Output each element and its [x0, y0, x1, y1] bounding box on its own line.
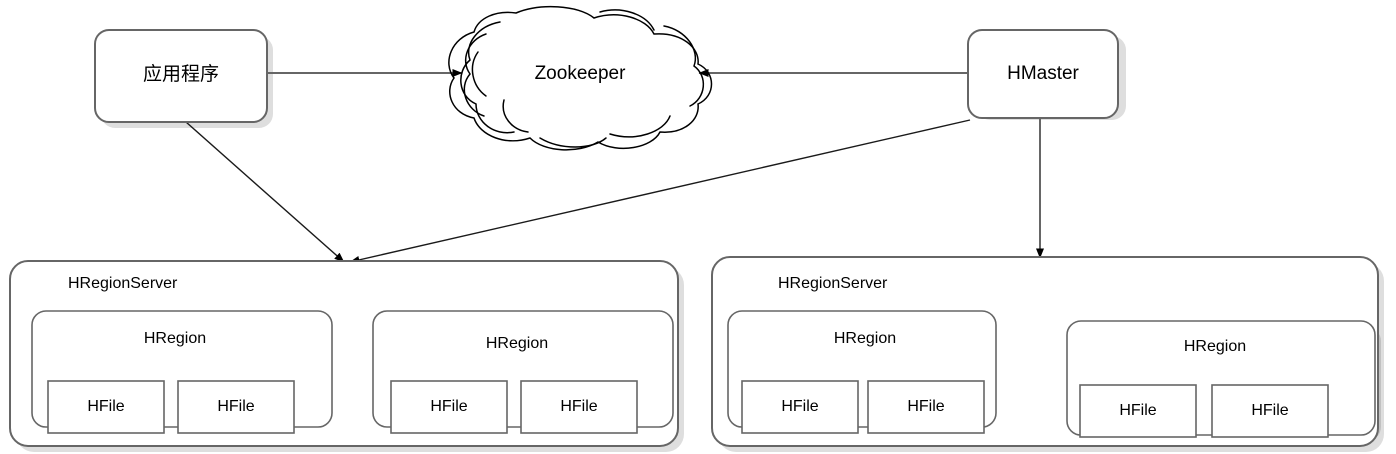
node-hfile-right-1-2[interactable] [867, 380, 985, 434]
hfile-left-2-1-label: HFile [430, 398, 467, 415]
region-left-2-label: HRegion [486, 335, 548, 352]
node-hfile-right-2-1[interactable] [1079, 384, 1197, 438]
hfile-left-1-2-label: HFile [217, 398, 254, 415]
hfile-right-2-2-label: HFile [1251, 402, 1288, 419]
node-hfile-right-2-2[interactable] [1211, 384, 1329, 438]
region-left-1-label: HRegion [144, 330, 206, 347]
node-application[interactable] [94, 29, 268, 123]
node-hfile-left-1-2[interactable] [177, 380, 295, 434]
node-hfile-left-1-1[interactable] [47, 380, 165, 434]
node-hfile-right-1-1[interactable] [741, 380, 859, 434]
hfile-left-1-1-label: HFile [87, 398, 124, 415]
edge-application-to-region-server-left [185, 121, 345, 263]
application-label: 应用程序 [143, 63, 219, 85]
hfile-right-1-2-label: HFile [907, 398, 944, 415]
region-right-1-label: HRegion [834, 330, 896, 347]
zookeeper-label: Zookeeper [535, 63, 627, 84]
region-server-left-label: HRegionServer [68, 275, 178, 292]
region-right-2-label: HRegion [1184, 338, 1246, 355]
hmaster-label: HMaster [1007, 63, 1079, 84]
hfile-left-2-2-label: HFile [560, 398, 597, 415]
node-hfile-left-2-2[interactable] [520, 380, 638, 434]
node-zookeeper[interactable] [448, 5, 713, 151]
hfile-right-2-1-label: HFile [1119, 402, 1156, 419]
node-hmaster[interactable] [967, 29, 1119, 119]
region-server-right-label: HRegionServer [778, 275, 888, 292]
hfile-right-1-1-label: HFile [781, 398, 818, 415]
edge-hmaster-to-region-server-left [349, 119, 971, 264]
node-hfile-left-2-1[interactable] [390, 380, 508, 434]
